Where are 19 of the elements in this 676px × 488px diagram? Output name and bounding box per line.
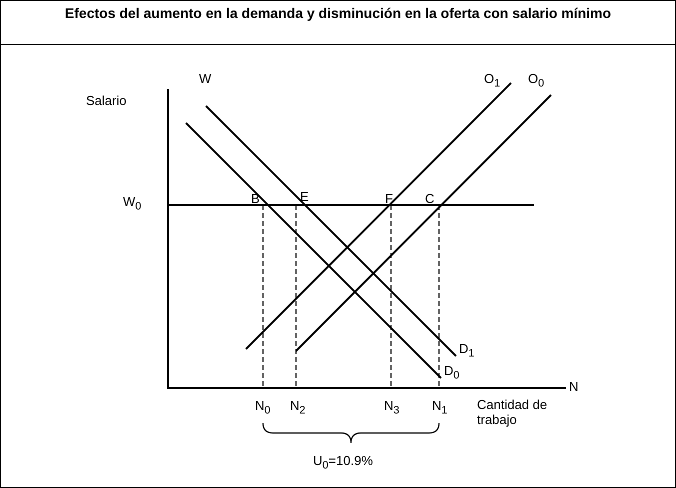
axis-label: Salario (86, 93, 126, 108)
curve-label: D$_{1}$ (459, 341, 474, 362)
point-label: B (251, 191, 260, 206)
curve-label: O$_{0}$ (528, 71, 544, 92)
tick-label: N$_{0}$ (255, 398, 270, 419)
axis-label: N (569, 379, 578, 394)
point-label: C (425, 191, 434, 206)
curve-label: D$_{0}$ (444, 363, 460, 384)
tick-label: N$_{3}$ (384, 398, 400, 419)
curve-label: O$_{1}$ (484, 71, 500, 92)
axis-label: W (199, 71, 212, 86)
axis-label: Cantidad de trabajo (477, 397, 548, 427)
tick-label: N$_{2}$ (290, 398, 306, 419)
point-label: E (300, 189, 309, 204)
chart-title: Efectos del aumento en la demanda y disminución en la oferta con salario mínimo (1, 1, 675, 45)
point-label: F (385, 191, 393, 206)
axis-label: W$_{0}$ (123, 194, 142, 215)
unemployment-label: U$_{0}$=10.9% (313, 453, 373, 474)
tick-label: N$_{1}$ (432, 398, 448, 419)
